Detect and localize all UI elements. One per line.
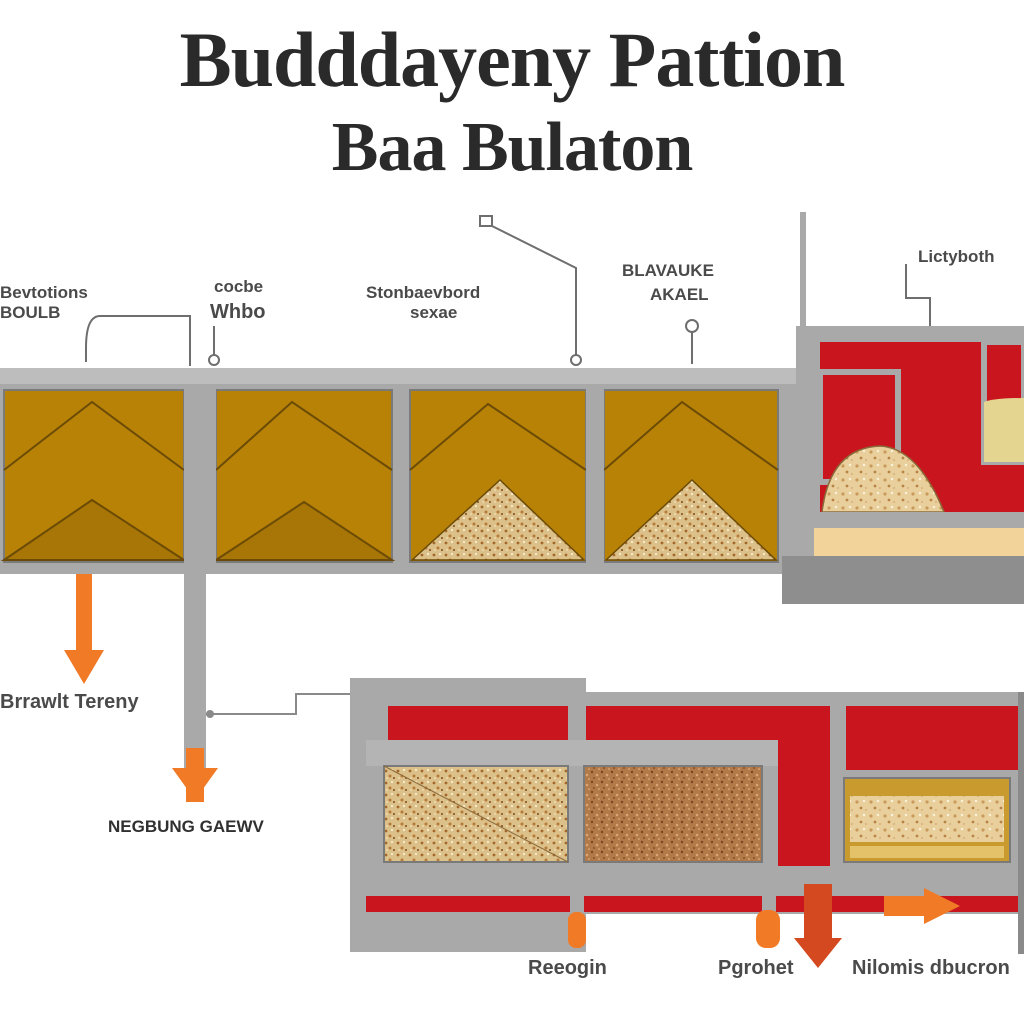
label-bottom-2: Pgrohet	[718, 957, 794, 979]
grain-pile	[604, 478, 778, 561]
label-col4-line2: AKAEL	[650, 285, 709, 304]
top-frame-rail	[0, 368, 800, 384]
label-col3-line2: sexae	[410, 303, 457, 322]
right-arrow-icon	[884, 888, 960, 924]
chamber-1	[0, 389, 188, 563]
furnace-unit	[782, 212, 1024, 604]
label-col3-line1: Stonbaevbord	[366, 283, 480, 302]
middle-connections	[64, 568, 350, 802]
bottom-process-unit	[350, 678, 1024, 954]
chamber-4	[603, 389, 779, 563]
label-col4-line1: BLAVAUKE	[622, 261, 714, 280]
label-bottom-1: Reeogin	[528, 957, 607, 979]
chamber-2	[212, 389, 396, 563]
label-middle-left: Brrawlt Tereny	[0, 691, 139, 713]
material-chamber-2	[583, 765, 763, 863]
grain-pile	[410, 478, 586, 561]
probe-markers	[208, 215, 699, 366]
label-col2-line2: Whbo	[210, 301, 266, 323]
chamber-3	[409, 389, 587, 563]
label-col1-line2: BOULB	[0, 303, 60, 322]
label-col1-line1: Bevtotions	[0, 283, 88, 302]
outlet-nozzle-1	[568, 912, 586, 948]
vertical-pipe	[184, 568, 206, 768]
diagram-title-line-1: Budddayeny Pattion	[179, 16, 846, 103]
label-col2-line1: cocbe	[214, 277, 263, 296]
down-arrow-left-icon	[64, 574, 104, 684]
down-arrow-pipe-icon	[172, 748, 218, 802]
label-lower-left: NEGBUNG GAEWV	[108, 817, 265, 836]
grain-pile	[821, 445, 946, 513]
outlet-nozzle-2	[756, 910, 780, 948]
label-bottom-3: Nilomis dbucron	[852, 957, 1010, 979]
label-col5: Lictyboth	[918, 247, 995, 266]
output-belt	[814, 528, 1024, 556]
diagram-title-line-2: Baa Bulaton	[331, 109, 694, 186]
top-process-line	[0, 368, 800, 574]
down-arrow-red-icon	[794, 884, 842, 968]
bottom-outlets	[568, 884, 960, 968]
